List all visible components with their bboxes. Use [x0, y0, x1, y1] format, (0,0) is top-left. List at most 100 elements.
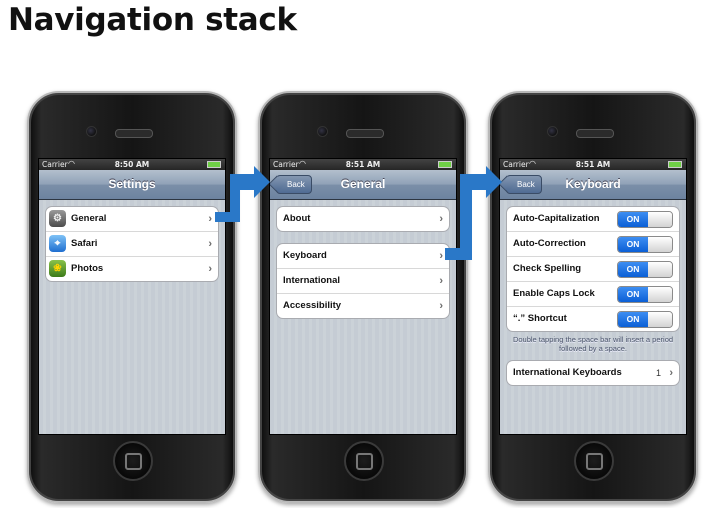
settings-row-safari[interactable]: ⌖ Safari ›: [46, 231, 218, 256]
switch-state: ON: [618, 262, 648, 277]
home-button[interactable]: [574, 441, 614, 481]
switch-knob: [648, 287, 672, 302]
row-label: “.” Shortcut: [513, 313, 567, 324]
row-label: Photos: [71, 263, 104, 274]
carrier-label: Carrier: [503, 160, 529, 169]
front-camera: [547, 126, 558, 137]
row-label: General: [71, 213, 107, 224]
switch-knob: [648, 212, 672, 227]
row-label: Auto-Capitalization: [513, 213, 600, 224]
switch-enable-caps-lock[interactable]: ON: [617, 286, 673, 303]
chevron-right-icon: ›: [439, 213, 443, 225]
switch-knob: [648, 237, 672, 252]
about-group: About ›: [276, 206, 450, 232]
row-label: Safari: [71, 238, 98, 249]
wifi-icon: ◠: [529, 159, 536, 168]
row-label: Enable Caps Lock: [513, 288, 595, 299]
wifi-icon: ◠: [68, 159, 75, 168]
push-arrow-2-icon: [445, 166, 502, 260]
toggle-row-auto-correction: Auto-Correction ON: [507, 231, 679, 256]
status-time: 8:51 AM: [575, 160, 611, 169]
iphone-3: Carrier ◠ 8:51 AM Back Keyboard Auto-Cap…: [488, 91, 698, 503]
toggle-row-enable-caps-lock: Enable Caps Lock ON: [507, 281, 679, 306]
front-camera: [86, 126, 97, 137]
row-label: Check Spelling: [513, 263, 582, 274]
carrier-label: Carrier: [42, 160, 68, 169]
back-button-label: Back: [287, 180, 305, 189]
chevron-right-icon: ›: [208, 263, 212, 275]
settings-row-general[interactable]: ⚙ General ›: [46, 207, 218, 231]
nav-title: Settings: [108, 177, 156, 191]
general-row-about[interactable]: About ›: [277, 207, 449, 231]
status-time: 8:51 AM: [345, 160, 381, 169]
chevron-right-icon: ›: [439, 275, 443, 287]
general-options-group: Keyboard › International › Accessibility…: [276, 243, 450, 319]
navigation-bar: Settings: [39, 170, 225, 200]
screen-settings: Carrier ◠ 8:50 AM Settings ⚙ General › ⌖…: [38, 158, 226, 435]
toggle-row-period-shortcut: “.” Shortcut ON: [507, 306, 679, 331]
chevron-right-icon: ›: [439, 250, 443, 262]
switch-period-shortcut[interactable]: ON: [617, 311, 673, 328]
navigation-bar: Back Keyboard: [500, 170, 686, 200]
switch-knob: [648, 312, 672, 327]
earpiece-speaker: [346, 129, 384, 138]
wifi-icon: ◠: [299, 159, 306, 168]
slide-title: Navigation stack: [8, 2, 297, 38]
international-keyboards-row[interactable]: International Keyboards 1 ›: [507, 361, 679, 385]
general-row-keyboard[interactable]: Keyboard ›: [277, 244, 449, 268]
switch-auto-correction[interactable]: ON: [617, 236, 673, 253]
chevron-right-icon: ›: [669, 367, 673, 379]
switch-state: ON: [618, 312, 648, 327]
gear-icon: ⚙: [49, 210, 66, 227]
switch-knob: [648, 262, 672, 277]
screen-general: Carrier ◠ 8:51 AM Back General About › K…: [269, 158, 457, 435]
switch-auto-capitalization[interactable]: ON: [617, 211, 673, 228]
back-button[interactable]: Back: [276, 175, 312, 194]
chevron-right-icon: ›: [439, 300, 443, 312]
toggle-row-auto-capitalization: Auto-Capitalization ON: [507, 207, 679, 231]
front-camera: [317, 126, 328, 137]
row-label: International: [283, 275, 341, 286]
chevron-right-icon: ›: [208, 238, 212, 250]
status-bar: Carrier ◠ 8:51 AM: [270, 159, 456, 170]
chevron-right-icon: ›: [208, 213, 212, 225]
general-row-international[interactable]: International ›: [277, 268, 449, 293]
battery-icon: [438, 161, 452, 168]
keyboard-count: 1: [655, 368, 661, 378]
row-label: About: [283, 213, 311, 224]
row-label: International Keyboards: [513, 367, 622, 378]
battery-icon: [668, 161, 682, 168]
keyboard-toggles-group: Auto-Capitalization ON Auto-Correction O…: [506, 206, 680, 332]
iphone-1: Carrier ◠ 8:50 AM Settings ⚙ General › ⌖…: [27, 91, 237, 503]
sunflower-icon: ❀: [49, 260, 66, 277]
settings-list: ⚙ General › ⌖ Safari › ❀ Photos ›: [45, 206, 219, 282]
switch-state: ON: [618, 212, 648, 227]
carrier-label: Carrier: [273, 160, 299, 169]
back-button-label: Back: [517, 180, 535, 189]
back-button[interactable]: Back: [506, 175, 542, 194]
settings-row-photos[interactable]: ❀ Photos ›: [46, 256, 218, 281]
switch-state: ON: [618, 237, 648, 252]
earpiece-speaker: [115, 129, 153, 138]
toggle-row-check-spelling: Check Spelling ON: [507, 256, 679, 281]
row-label: Auto-Correction: [513, 238, 586, 249]
iphone-2: Carrier ◠ 8:51 AM Back General About › K…: [258, 91, 468, 503]
status-time: 8:50 AM: [114, 160, 150, 169]
row-label: Accessibility: [283, 300, 342, 311]
compass-icon: ⌖: [49, 235, 66, 252]
home-button[interactable]: [344, 441, 384, 481]
shortcut-footnote: Double tapping the space bar will insert…: [512, 335, 674, 353]
nav-title: Keyboard: [565, 177, 621, 191]
status-bar: Carrier ◠ 8:51 AM: [500, 159, 686, 170]
push-arrow-1-icon: [215, 166, 270, 222]
home-button[interactable]: [113, 441, 153, 481]
earpiece-speaker: [576, 129, 614, 138]
status-bar: Carrier ◠ 8:50 AM: [39, 159, 225, 170]
battery-icon: [207, 161, 221, 168]
nav-title: General: [340, 177, 386, 191]
switch-check-spelling[interactable]: ON: [617, 261, 673, 278]
row-label: Keyboard: [283, 250, 327, 261]
switch-state: ON: [618, 287, 648, 302]
general-row-accessibility[interactable]: Accessibility ›: [277, 293, 449, 318]
screen-keyboard: Carrier ◠ 8:51 AM Back Keyboard Auto-Cap…: [499, 158, 687, 435]
